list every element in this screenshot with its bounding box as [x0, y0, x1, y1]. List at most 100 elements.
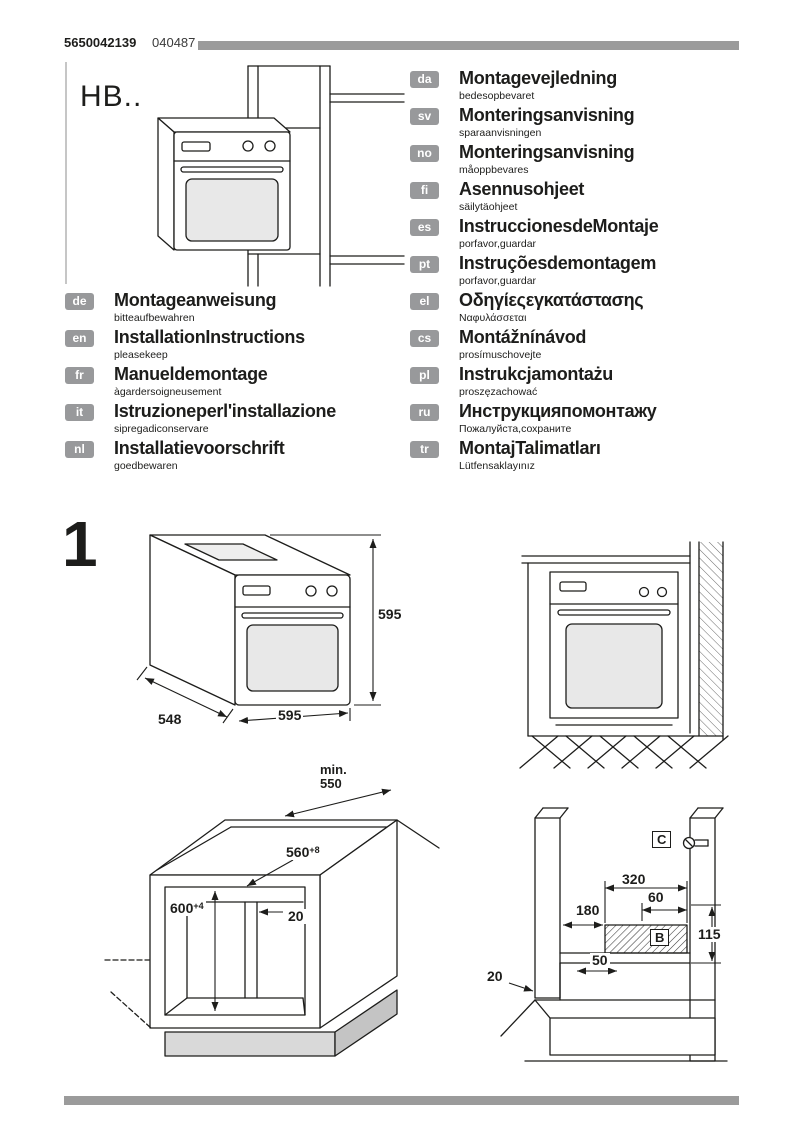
language-entry-nl: nl Installatievoorschrift goedbewaren [65, 438, 285, 472]
language-badge-de: de [65, 293, 94, 310]
figure-oven-in-column [65, 62, 405, 287]
language-subtitle: Lütfensaklayınız [459, 460, 535, 472]
language-subtitle: àgardersoigneusement [114, 386, 222, 398]
language-title: Οδηγίεςεγκατάστασης [459, 290, 644, 310]
zone-label-b: B [650, 929, 670, 946]
language-badge-fr: fr [65, 367, 94, 384]
doc-code: 040487 [152, 35, 196, 50]
language-entry-pt: pt Instruçõesdemontagem porfavor,guardar [410, 254, 656, 287]
language-entry-it: it Istruzioneperl'installazione sipregad… [65, 402, 336, 435]
dim-20: 20 [485, 968, 505, 985]
language-title: Istruzioneperl'installazione [114, 401, 336, 421]
dim-180: 180 [574, 902, 602, 919]
language-entry-tr: tr MontajTalimatları Lütfensaklayınız [410, 439, 601, 472]
dim-320: 320 [620, 871, 648, 888]
language-badge-el: el [410, 293, 439, 310]
language-subtitle: måoppbevares [459, 164, 529, 176]
language-title: Monteringsanvisning [459, 105, 635, 125]
language-subtitle: bitteaufbewahren [114, 312, 195, 324]
language-badge-en: en [65, 330, 94, 347]
dim-oven-width: 595 [276, 707, 304, 724]
built-in-oven-drawing [157, 117, 291, 251]
language-title: Instrukcjamontażu [459, 364, 613, 384]
language-entry-cs: cs Montážnínávod prosímuschovejte [410, 328, 586, 361]
language-entry-da: da Montagevejledning bedesopbevaret [410, 69, 617, 102]
language-entry-el: el Οδηγίεςεγκατάστασης Ναφυλάσσεται [410, 290, 644, 324]
cabinet-body [104, 819, 440, 1057]
figure-oven-dimensions [136, 534, 381, 724]
language-title: Asennusohjeet [459, 179, 585, 199]
language-badge-sv: sv [410, 108, 439, 125]
dim-min-depth: min. 550 [318, 762, 349, 792]
detail-label-c: C [652, 831, 672, 848]
language-title: Manueldemontage [114, 364, 268, 384]
language-subtitle: sparaanvisningen [459, 127, 542, 139]
language-badge-fi: fi [410, 182, 439, 199]
language-title: Installatievoorschrift [114, 438, 285, 458]
min-label: min. [320, 762, 347, 777]
language-title: InstallationInstructions [114, 327, 305, 347]
footer-bar [64, 1096, 739, 1105]
dim-oven-depth: 548 [156, 711, 184, 728]
oven-isometric [149, 534, 351, 706]
language-badge-it: it [65, 404, 94, 421]
language-entry-fi: fi Asennusohjeet säilytäohjeet [410, 180, 584, 213]
dim-back-gap: 20 [286, 908, 306, 925]
language-subtitle: prosímuschovejte [459, 349, 542, 361]
language-entry-en: en InstallationInstructions pleasekeep [65, 328, 305, 361]
language-title: MontajTalimatları [459, 438, 601, 458]
dim-cutout-height: 600+4 [168, 900, 206, 917]
figure-cabinet-cutout [104, 788, 440, 1057]
language-entry-pl: pl Instrukcjamontażu proszęzachować [410, 365, 613, 398]
language-badge-no: no [410, 145, 439, 162]
language-badge-es: es [410, 219, 439, 236]
language-entry-es: es InstruccionesdeMontaje porfavor,guard… [410, 216, 659, 250]
dim-115: 115 [696, 926, 723, 943]
language-subtitle: goedbewaren [114, 460, 178, 472]
dim-50: 50 [590, 952, 610, 969]
language-badge-da: da [410, 71, 439, 88]
figure-oven-installed-front [519, 541, 729, 769]
screw-icon [682, 836, 709, 850]
language-subtitle: Ναφυλάσσεται [459, 312, 527, 324]
language-title: InstruccionesdeMontaje [459, 216, 659, 236]
language-badge-nl: nl [65, 441, 94, 458]
model-label: HB.. [80, 80, 143, 113]
language-entry-no: no Monteringsanvisning måoppbevares [410, 142, 635, 176]
language-title: Instruçõesdemontagem [459, 253, 657, 273]
min-value: 550 [320, 776, 342, 792]
oven-front [549, 571, 679, 726]
kitchen-surround [521, 541, 724, 741]
dim-oven-height: 595 [376, 606, 404, 623]
language-entry-de: de Montageanweisung bitteaufbewahren [65, 291, 277, 324]
language-subtitle: bedesopbevaret [459, 90, 535, 102]
niche-structure [500, 807, 728, 1062]
floor-tiles [519, 735, 729, 769]
language-subtitle: Пожалуйста,сохраните [459, 423, 572, 435]
language-badge-ru: ru [410, 404, 439, 421]
dimension-lines [508, 881, 721, 992]
language-badge-cs: cs [410, 330, 439, 347]
step-number: 1 [62, 508, 98, 580]
dimension-lines [211, 788, 392, 1011]
language-title: Montagevejledning [459, 68, 617, 88]
language-subtitle: porfavor,guardar [459, 238, 537, 250]
language-entry-sv: sv Monteringsanvisning sparaanvisningen [410, 105, 635, 139]
language-subtitle: pleasekeep [114, 349, 168, 361]
header-bar [198, 41, 739, 50]
language-badge-pt: pt [410, 256, 439, 273]
language-badge-pl: pl [410, 367, 439, 384]
language-title: Montážnínávod [459, 327, 587, 347]
dim-60: 60 [646, 889, 666, 906]
language-subtitle: porfavor,guardar [459, 275, 537, 287]
language-subtitle: sipregadiconservare [114, 423, 209, 435]
language-badge-tr: tr [410, 441, 439, 458]
language-entry-fr: fr Manueldemontage àgardersoigneusement [65, 365, 268, 398]
language-entry-ru: ru Инструкцияпомонтажу Пожалуйста,сохран… [410, 402, 657, 435]
language-title: Monteringsanvisning [459, 142, 635, 162]
figure-niche-section [500, 807, 728, 1062]
language-subtitle: proszęzachować [459, 386, 538, 398]
doc-number: 5650042139 [64, 35, 137, 50]
language-title: Инструкцияпомонтажу [459, 401, 657, 421]
